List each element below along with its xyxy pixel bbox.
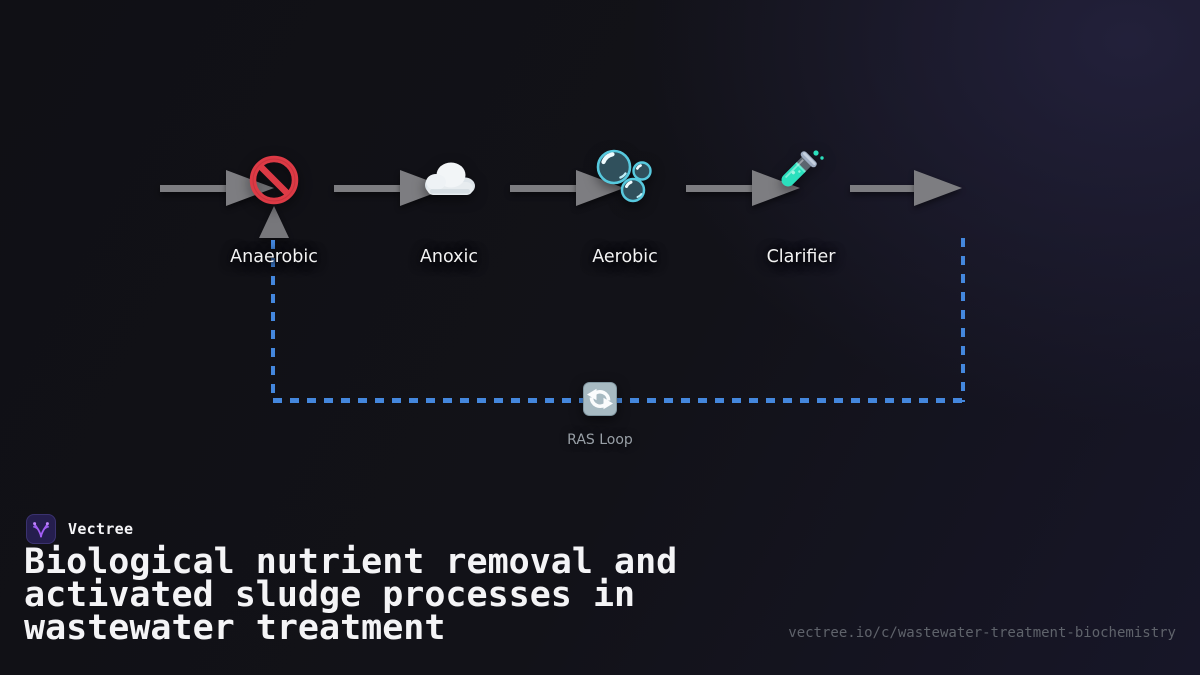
counterclockwise-arrows-icon [583,382,617,416]
flow-arrow-shaft [850,185,916,192]
stage-label-anaerobic: Anaerobic [230,247,318,267]
test-tube-icon [781,150,824,187]
stage-label-aerobic: Aerobic [592,247,658,267]
cloud-icon [425,162,475,195]
no-entry-icon [249,155,299,205]
flow-arrowhead [914,170,962,206]
ras-loop-label: RAS Loop [567,432,633,448]
stage-label-anoxic: Anoxic [419,247,479,267]
ras-loop-line-right [961,238,965,402]
stage-label-clarifier: Clarifier [766,247,836,267]
brand-name: Vectree [68,520,134,538]
page-title: Biological nutrient removal and activate… [24,542,678,648]
source-url: vectree.io/c/wastewater-treatment-bioche… [788,625,1176,641]
vectree-logo [26,514,56,544]
ras-return-arrowhead [259,206,289,238]
flow-arrow-shaft [510,185,578,192]
flow-arrow-shaft [686,185,754,192]
flow-arrow-shaft [334,185,402,192]
bubbles-icon [596,149,652,203]
ras-loop-line-bottom [273,398,963,403]
ras-loop-line-left [271,240,275,402]
flow-arrow-shaft [160,185,228,192]
